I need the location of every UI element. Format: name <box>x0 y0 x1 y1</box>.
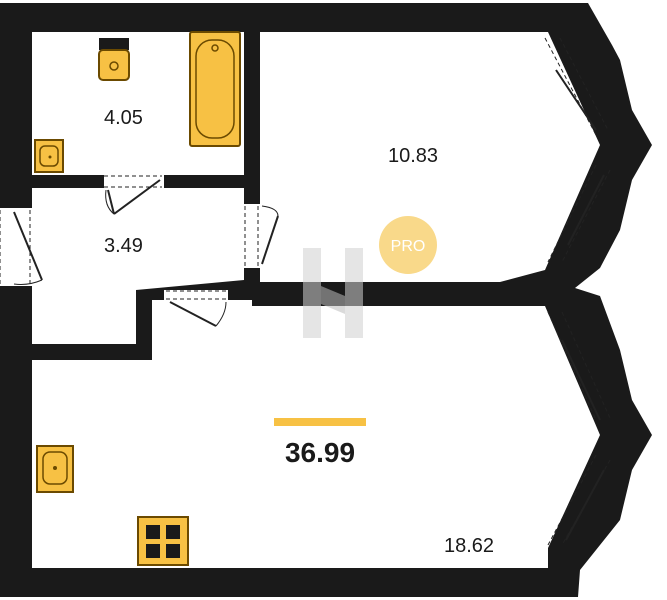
bathtub-icon <box>189 31 241 147</box>
window-kitchen-lower <box>547 454 611 546</box>
sink-icon <box>34 139 64 173</box>
total-area-accent-bar <box>274 418 366 426</box>
window-kitchen-upper <box>547 311 611 421</box>
partition-wall-bedroom-kitchen <box>252 284 502 306</box>
room-area-hall: 3.49 <box>104 235 143 257</box>
doors <box>0 175 279 327</box>
toilet-icon <box>98 38 130 81</box>
room-area-bathroom: 4.05 <box>104 107 143 129</box>
floor-areas <box>32 32 600 568</box>
pro-badge-label: PRO <box>391 238 426 255</box>
kitchen-door <box>164 290 228 327</box>
window-bedroom-upper <box>544 37 609 136</box>
stove-icon <box>137 516 189 566</box>
bedroom-floor <box>260 32 600 282</box>
bathroom-door <box>104 175 164 215</box>
windows <box>544 37 611 546</box>
room-area-kitchen-living: 18.62 <box>444 535 494 557</box>
kitchen-living-floor <box>32 298 600 568</box>
logo-watermark-icon <box>303 248 363 338</box>
bedroom-door <box>244 204 279 268</box>
window-bedroom-lower <box>547 164 611 263</box>
pro-badge: PRO <box>379 216 437 274</box>
entrance-door <box>0 208 43 286</box>
hall-floor <box>32 188 244 344</box>
room-area-bedroom: 10.83 <box>388 145 438 167</box>
sink-icon <box>36 445 74 493</box>
total-area: 36.99 <box>285 437 355 468</box>
